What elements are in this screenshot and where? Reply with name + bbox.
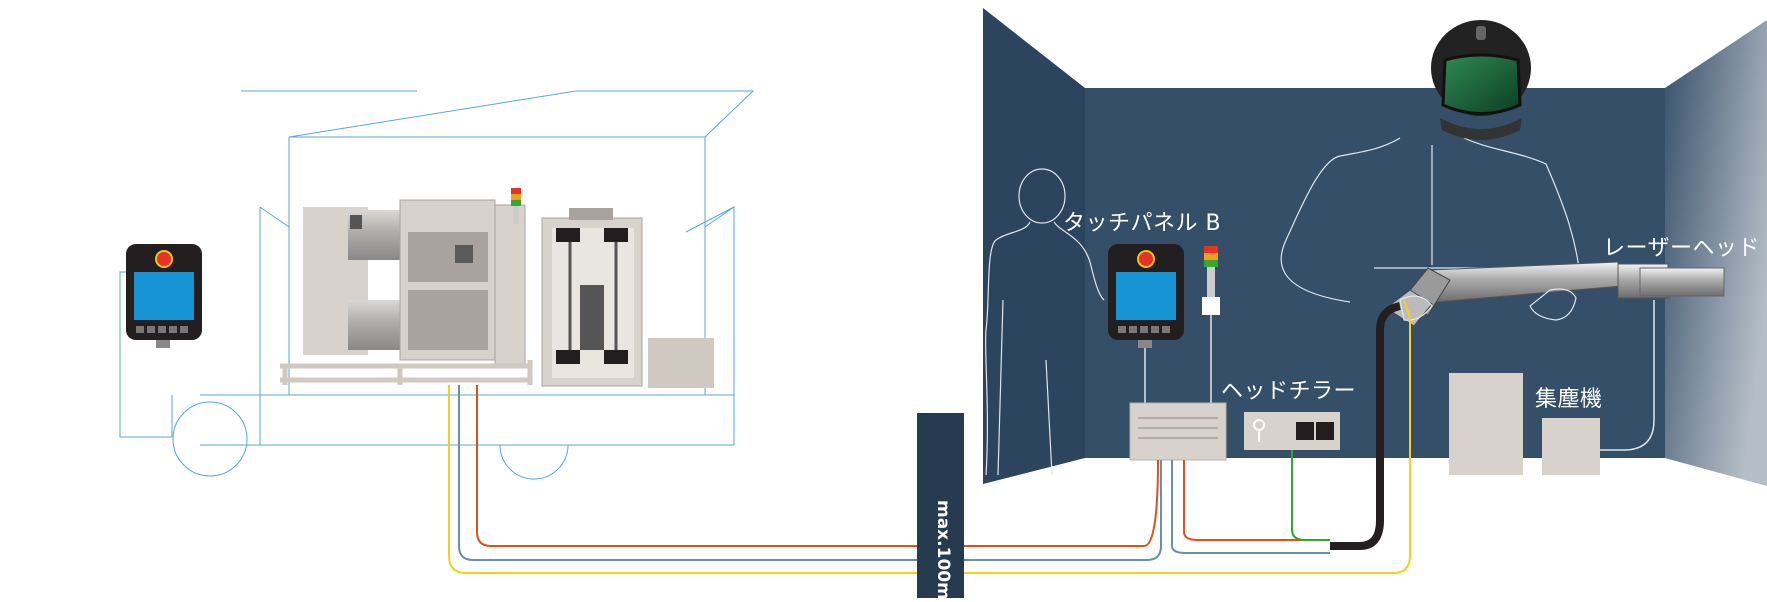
room-left-wall xyxy=(983,8,1085,484)
control-unit xyxy=(1129,402,1227,461)
welding-helmet-icon xyxy=(1431,20,1531,140)
operator-outline xyxy=(984,168,1105,476)
truck-base-frame xyxy=(280,360,533,385)
laser-head-label: レーザーヘッド xyxy=(1603,236,1761,261)
truck-chiller-rack xyxy=(541,208,643,387)
dust-collector-label: 集塵機 xyxy=(1535,387,1603,412)
signal-tower-icon xyxy=(1202,246,1220,405)
dust-collector-device xyxy=(1449,300,1655,475)
head-chiller-label: ヘッドチラー xyxy=(1221,379,1357,404)
head-chiller-device xyxy=(1244,412,1340,450)
touch-panel-b-label: タッチパネル B xyxy=(1063,211,1222,236)
truck-small-box xyxy=(648,338,714,388)
truck-laser-source xyxy=(303,188,526,366)
max-distance-label: max.100m xyxy=(933,500,953,600)
room-right-wall xyxy=(1665,20,1767,486)
touch-panel-a-device xyxy=(126,244,202,348)
truck-outline xyxy=(119,90,755,480)
distance-post xyxy=(917,413,964,598)
laser-head-device xyxy=(1385,261,1725,327)
touch-panel-b-device xyxy=(1108,244,1184,405)
